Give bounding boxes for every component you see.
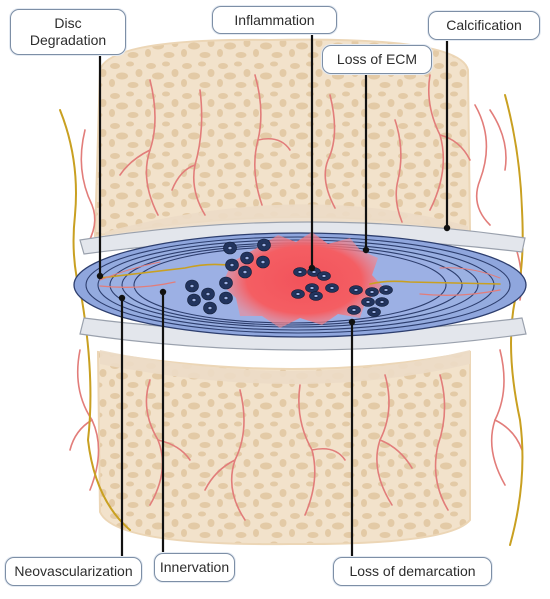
cell bbox=[367, 307, 381, 317]
cell bbox=[219, 291, 233, 305]
cell bbox=[325, 283, 339, 293]
label-disc-degradation: Disc Degradation bbox=[10, 9, 126, 55]
cell bbox=[347, 305, 361, 315]
cell bbox=[185, 279, 199, 293]
cell bbox=[201, 287, 215, 301]
cell bbox=[291, 289, 305, 299]
cell-cluster bbox=[185, 238, 393, 317]
cell bbox=[361, 297, 375, 307]
cell bbox=[219, 276, 233, 290]
leader-dots bbox=[96, 224, 451, 326]
label-loss-of-demarcation: Loss of demarcation bbox=[333, 557, 492, 586]
cell bbox=[317, 271, 331, 281]
cell bbox=[293, 267, 307, 277]
cell bbox=[256, 255, 270, 269]
cell bbox=[187, 293, 201, 307]
label-calcification: Calcification bbox=[428, 11, 540, 40]
cell bbox=[365, 287, 379, 297]
nerve-fibers bbox=[59, 94, 524, 546]
upper-endplate-shadow bbox=[105, 204, 468, 244]
lower-vertebra bbox=[96, 350, 471, 546]
label-inflammation: Inflammation bbox=[212, 6, 337, 34]
label-loss-of-ecm: Loss of ECM bbox=[322, 45, 432, 74]
cell bbox=[379, 285, 393, 295]
leader-lines bbox=[98, 34, 449, 556]
blood-vessels bbox=[69, 74, 523, 521]
cell bbox=[375, 297, 389, 307]
cell bbox=[305, 283, 319, 293]
cell bbox=[238, 265, 252, 279]
cell bbox=[257, 238, 271, 252]
label-innervation: Innervation bbox=[154, 553, 235, 582]
label-neovascularization: Neovascularization bbox=[5, 557, 142, 586]
cell bbox=[203, 301, 217, 315]
disc-ingrowth bbox=[99, 261, 501, 296]
cell bbox=[240, 251, 254, 265]
lower-endplate-shadow bbox=[100, 350, 470, 384]
cell bbox=[349, 285, 363, 295]
cell bbox=[309, 291, 323, 301]
cell bbox=[223, 241, 237, 255]
cell bbox=[225, 258, 239, 272]
